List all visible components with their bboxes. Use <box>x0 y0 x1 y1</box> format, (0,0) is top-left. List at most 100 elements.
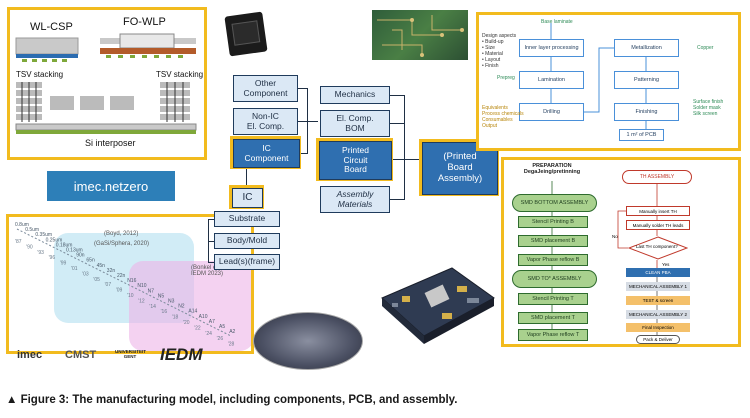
node-label: 45n <box>97 263 106 269</box>
year-label: '99 <box>60 261 67 267</box>
node-label: 0.25um <box>46 237 63 243</box>
pcba-frame: (Printed Board Assembly) <box>419 139 499 196</box>
pcba-photo <box>372 258 496 350</box>
smd-bottom-step: SMD BOTTOM ASSEMBLY <box>512 194 597 212</box>
last-th-diamond <box>628 236 688 260</box>
connector-sub-h2 <box>208 241 214 242</box>
connector-sub-h1 <box>208 219 214 220</box>
tsv-right-label: TSV stacking <box>156 70 204 79</box>
vapor-b-step: Vapor Phase reflow B <box>518 254 588 266</box>
node-label: N16 <box>127 278 136 284</box>
mechanics-box: Mechanics <box>320 86 390 104</box>
pcba-box: (Printed Board Assembly) <box>422 142 498 195</box>
year-label: '12 <box>138 298 145 304</box>
node-label: 22n <box>117 273 126 279</box>
connector-pcba-h2 <box>390 123 405 124</box>
node-label: N10 <box>137 283 146 289</box>
one-m2-output: 1 m² of PCB <box>619 129 664 141</box>
pcb-photo <box>372 10 468 60</box>
patterning-step: Patterning <box>614 71 679 89</box>
node-label: A14 <box>188 309 197 315</box>
imec-netzero-banner: imec.netzero <box>47 171 175 201</box>
year-label: '90 <box>26 244 33 250</box>
manually-insert-step: Manually insert TH <box>626 206 690 216</box>
connector-comp-h3 <box>301 153 308 154</box>
year-label: '28 <box>228 342 235 348</box>
assembly-flow-panel: PREPARATION DegaJeing/pretinning SMD BOT… <box>501 157 741 347</box>
mech1-step: MECHANICAL ASSEMBLY 1 <box>626 282 690 291</box>
node-label: 0.8um <box>15 222 29 228</box>
year-label: '14 <box>149 304 156 310</box>
th-assembly-step: TH ASSEMBLY <box>622 170 692 184</box>
non-ic-box: Non-IC El. Comp. <box>233 108 298 135</box>
imec-netzero-text: imec.netzero <box>73 178 149 194</box>
package-cross-section <box>15 33 197 134</box>
node-label: N3 <box>168 299 175 305</box>
finishing-step: Finishing <box>614 103 679 121</box>
metallization-step: Metallization <box>614 39 679 57</box>
connector-comp-h2 <box>298 121 308 122</box>
package-panel: WL-CSP FO-WLP TSV stacking TSV stacking … <box>7 7 207 160</box>
figure-caption: ▲ Figure 3: The manufacturing model, inc… <box>6 394 458 406</box>
wlcsp-label: WL-CSP <box>30 21 73 33</box>
connector-pcba-h1 <box>390 95 405 96</box>
node-label: A5 <box>219 324 225 330</box>
year-label: '01 <box>71 266 78 272</box>
other-component-box: Other Component <box>233 75 298 102</box>
smd-place-b-step: SMD placement B <box>518 235 588 247</box>
pcb-flow-legend: Equivalents Process chemicals Consumable… <box>482 105 524 129</box>
drilling-step: Drilling <box>519 103 584 121</box>
year-label: '22 <box>194 325 201 331</box>
pcb-trace-pattern <box>377 15 464 57</box>
connector-pcba-h3 <box>393 159 405 160</box>
prepreg-label: Prepreg <box>497 75 515 81</box>
clean-step: CLEAN PBA <box>626 268 690 277</box>
body-mold-box: Body/Mold <box>214 233 280 249</box>
stencil-t-step: Stencil Printing T <box>518 293 588 305</box>
substrate-box: Substrate <box>214 211 280 227</box>
node-label: 65n <box>86 258 95 264</box>
el-comp-bom-box: El. Comp. BOM <box>320 110 390 137</box>
manually-solder-step: Manually solder TH leads <box>626 220 690 230</box>
year-label: '18 <box>172 315 179 321</box>
year-label: '16 <box>161 309 168 315</box>
ic-component-frame: IC Component <box>230 136 301 169</box>
node-label: A7 <box>209 319 215 325</box>
no-label: No <box>612 234 618 239</box>
year-label: '87 <box>15 239 22 245</box>
connector-pcba-v <box>404 95 405 200</box>
node-label: 0.35um <box>35 232 52 238</box>
node-label: 0.18um <box>56 242 73 248</box>
boyd-label: (Boyd, 2012) <box>104 231 139 237</box>
imec-chip-image <box>224 11 268 57</box>
year-label: '05 <box>93 277 100 283</box>
year-label: '09 <box>116 288 123 294</box>
iedm-logo: IEDM <box>160 345 203 364</box>
prep-step: PREPARATION DegaJeing/pretinning <box>523 163 581 175</box>
year-label: '96 <box>49 255 56 261</box>
tsv-left-label: TSV stacking <box>16 70 64 79</box>
node-label: A10 <box>199 314 208 320</box>
pcb-flow-panel: Base laminate Design aspects • Build-up … <box>476 12 741 151</box>
year-label: '20 <box>183 320 190 326</box>
test-step: TEST & screen <box>626 296 690 305</box>
node-label: N2 <box>178 304 185 310</box>
stencil-b-step: Stencil Printing B <box>518 216 588 228</box>
connector-sub-h3 <box>208 262 214 263</box>
node-label: 0.5um <box>25 227 39 233</box>
yes-label: Yes <box>662 262 670 267</box>
ugent-logo: UNIVERSITEIT GENT <box>115 349 147 359</box>
ic-box: IC <box>232 188 263 208</box>
pcb-frame: Printed Circuit Board <box>316 138 393 181</box>
connector-comp-v <box>307 88 308 153</box>
connector-sub-v <box>208 219 209 262</box>
connector-pcba-h4 <box>390 199 405 200</box>
cmst-logo: CMST <box>65 349 97 361</box>
leadframe-box: Lead(s)(frame) <box>214 254 280 270</box>
node-scaling-plot: 0.8um0.5um0.35um0.25um0.18um0.13um90n65n… <box>15 222 236 348</box>
smd-place-t-step: SMD placement T <box>518 312 588 324</box>
ic-component-box: IC Component <box>233 139 300 168</box>
node-label: A2 <box>229 329 235 335</box>
year-label: '07 <box>105 282 112 288</box>
